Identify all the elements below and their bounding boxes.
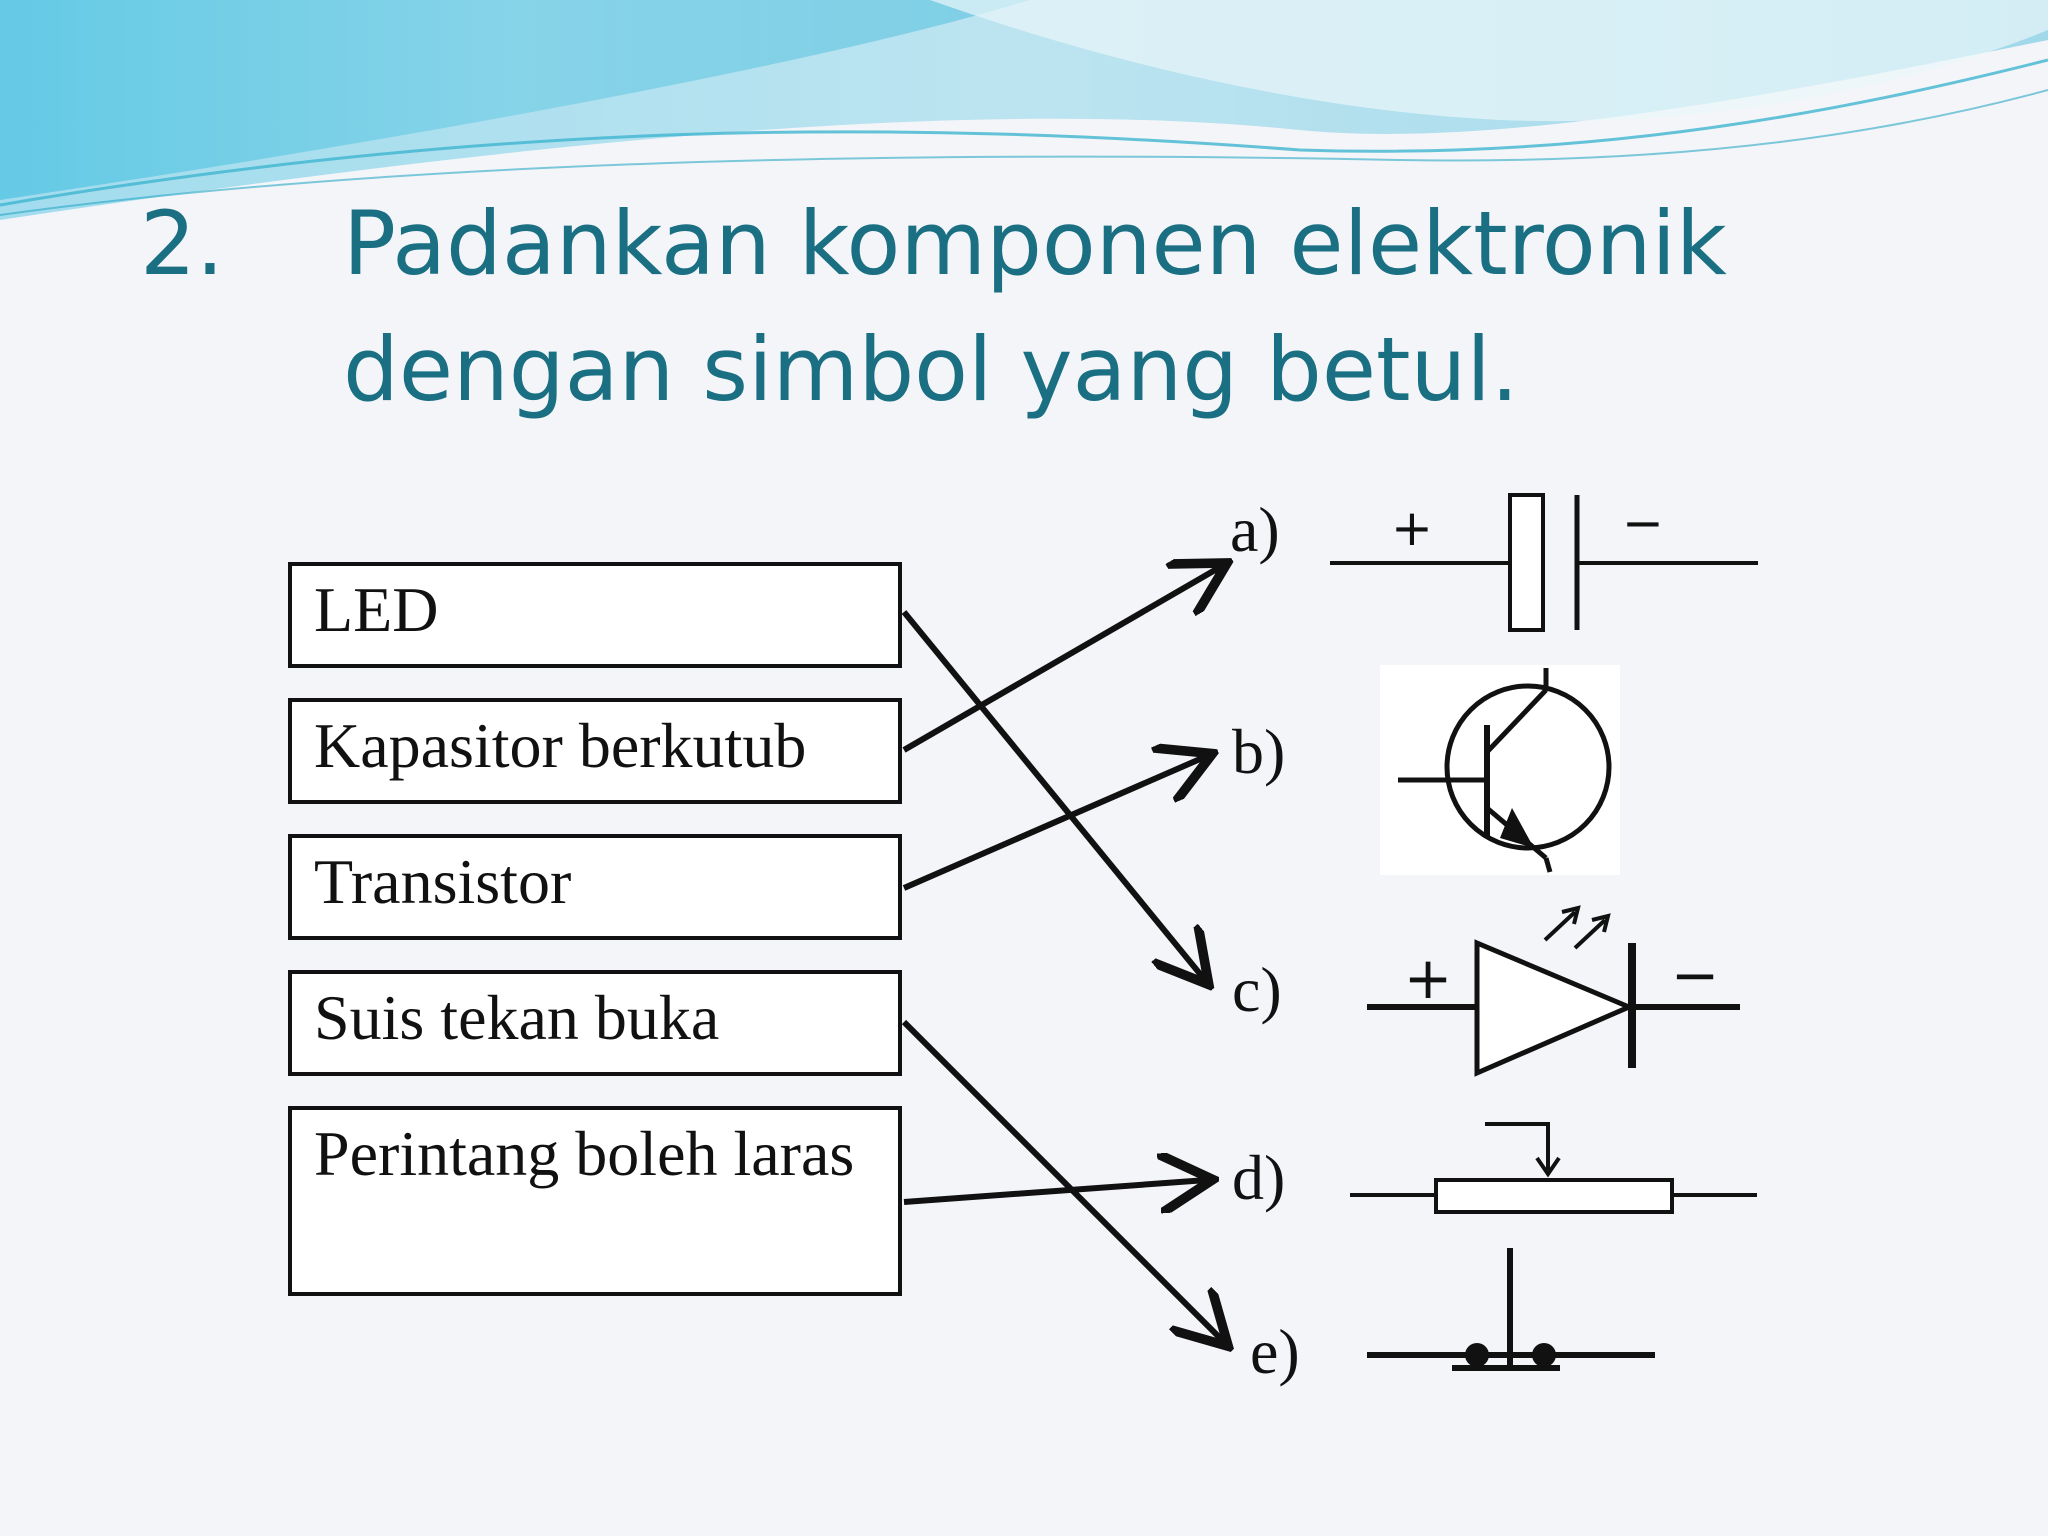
capacitor-minus-sign: − <box>1622 494 1664 552</box>
symbol-label-e: e) <box>1250 1316 1300 1387</box>
arrow-perintang-to-d <box>903 1180 1207 1202</box>
variable-resistor-symbol <box>1350 1122 1757 1214</box>
led-symbol <box>1367 905 1740 1077</box>
arrow-kapasitor-to-a <box>902 566 1222 753</box>
push-switch-symbol <box>1367 1248 1655 1371</box>
capacitor-plus-sign: + <box>1391 499 1433 557</box>
led-minus-sign: − <box>1671 941 1720 1009</box>
question-title-line-2: dengan simbol yang betul. <box>343 318 1519 421</box>
symbol-label-c: c) <box>1232 954 1282 1025</box>
symbol-label-b: b) <box>1232 716 1286 787</box>
question-number: 2. <box>140 192 224 295</box>
component-box-suis: Suis tekan buka <box>288 970 902 1076</box>
question-title-line-1: Padankan komponen elektronik <box>343 192 1727 295</box>
polarized-capacitor-symbol <box>1330 493 1758 632</box>
arrow-suis-to-e <box>901 1019 1224 1342</box>
component-box-kapasitor: Kapasitor berkutub <box>288 698 902 804</box>
arrow-transistor-to-b <box>902 756 1207 891</box>
component-box-transistor: Transistor <box>288 834 902 940</box>
symbol-label-a: a) <box>1230 494 1280 565</box>
transistor-symbol <box>1380 665 1620 875</box>
symbol-label-d: d) <box>1232 1142 1286 1213</box>
component-box-perintang: Perintang boleh laras <box>288 1106 902 1296</box>
led-plus-sign: + <box>1404 944 1453 1012</box>
component-box-led: LED <box>288 562 902 668</box>
arrow-led-to-c <box>901 610 1205 980</box>
